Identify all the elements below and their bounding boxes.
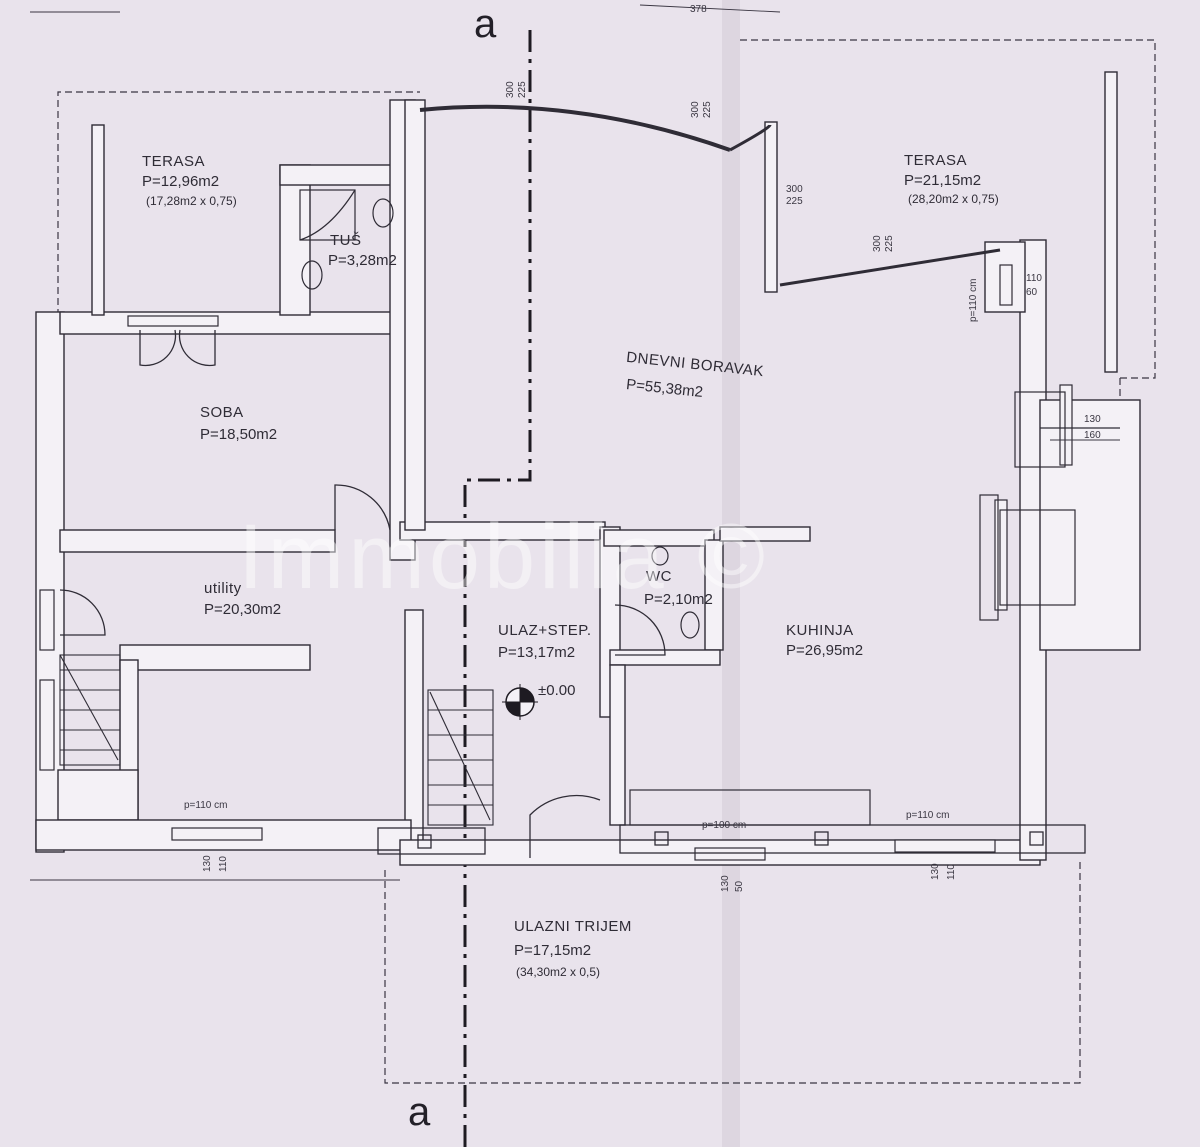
- trijem-area: P=17,15m2: [514, 942, 592, 959]
- dim-kuh-130: 130: [930, 863, 941, 880]
- terasa-right-calc: (28,20m2 x 0,75): [908, 192, 999, 206]
- soba-name: SOBA: [200, 404, 244, 421]
- dim-p110-kuh: p=110 cm: [906, 810, 950, 821]
- dim-top-225-b: 225: [702, 101, 713, 118]
- porch-posts: [377, 824, 1086, 855]
- trijem-name: ULAZNI TRIJEM: [514, 918, 632, 935]
- kuhinja-area: P=26,95m2: [786, 642, 864, 659]
- dimension-lines: [30, 4, 1120, 881]
- dim-kuh-110: 110: [946, 864, 957, 880]
- dim-p100: p=100 cm: [702, 820, 747, 831]
- section-mark-bottom: a: [408, 1090, 431, 1134]
- wc-name: WC: [646, 568, 672, 585]
- dim-ter-225: 225: [786, 196, 803, 207]
- dim-win-225: 225: [884, 235, 895, 252]
- dim-right-160: 160: [1084, 430, 1101, 441]
- dim-win-300: 300: [872, 235, 883, 252]
- dim-top-225-a: 225: [517, 81, 528, 98]
- section-line: [463, 30, 532, 1147]
- dim-util-110: 110: [218, 856, 229, 872]
- top-dimension: 378: [690, 4, 707, 15]
- utility-name: utility: [204, 580, 242, 597]
- dim-mid-50: 50: [734, 880, 745, 892]
- trijem-calc: (34,30m2 x 0,5): [516, 965, 601, 979]
- windows: [39, 264, 1073, 861]
- dim-mid-130: 130: [720, 875, 731, 892]
- walls: [35, 71, 1141, 866]
- dim-top-300-b: 300: [690, 101, 701, 118]
- stairs: [59, 654, 494, 826]
- kuhinja-name: KUHINJA: [786, 622, 854, 639]
- ulaz-area: P=13,17m2: [498, 644, 576, 661]
- level-marker: [502, 684, 538, 720]
- tus-name: TUŠ: [330, 232, 362, 249]
- terasa-right-name: TERASA: [904, 152, 968, 169]
- watermark: Immobilia ©: [238, 506, 769, 608]
- terasa-left-calc: (17,28m2 x 0,75): [146, 194, 237, 208]
- curved-glazing: [419, 104, 731, 152]
- tus-area: P=3,28m2: [328, 252, 397, 269]
- dim-p110-util: p=110 cm: [184, 800, 228, 811]
- dim-util-130: 130: [202, 855, 213, 872]
- dim-right-110: 110: [1026, 273, 1042, 284]
- doors: [59, 329, 666, 858]
- dim-right-60: 60: [1026, 287, 1038, 298]
- section-mark-top: a: [474, 2, 497, 46]
- utility-area: P=20,30m2: [204, 601, 282, 618]
- terasa-right-area: P=21,15m2: [904, 172, 982, 189]
- dim-right-130: 130: [1084, 414, 1101, 425]
- terasa-left-area: P=12,96m2: [142, 173, 220, 190]
- ulaz-name: ULAZ+STEP.: [498, 622, 592, 639]
- level-label: ±0.00: [538, 682, 576, 699]
- soba-area: P=18,50m2: [200, 426, 278, 443]
- dim-top-300-a: 300: [505, 81, 516, 98]
- dim-p110-right: p=110 cm: [968, 278, 979, 322]
- dim-ter-300: 300: [786, 184, 803, 195]
- sanitary: [299, 189, 700, 639]
- terasa-left-name: TERASA: [142, 153, 206, 170]
- wc-area: P=2,10m2: [644, 591, 713, 608]
